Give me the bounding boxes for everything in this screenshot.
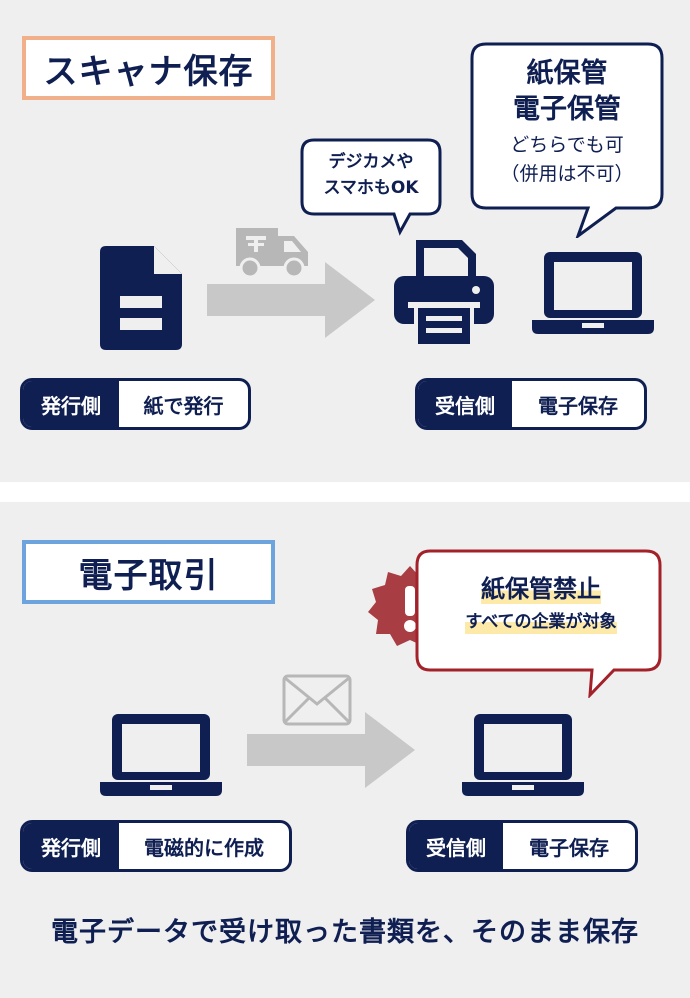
ebook-sender-tag: 発行側 電磁的に作成 [20, 820, 292, 872]
ebook-receiver-value: 電子保存 [529, 835, 609, 860]
laptop-icon [100, 714, 222, 796]
storage-bubble-text: 紙保管 電子保管 どちらでも可 （併用は不可） [472, 56, 662, 188]
flow-arrow-icon [207, 262, 375, 338]
ebook-sender-label: 発行側 [23, 823, 119, 869]
scanner-sender-tag: 発行側 紙で発行 [20, 378, 251, 430]
warning-bubble-text: 紙保管禁止 すべての企業が対象 [418, 574, 664, 634]
scanner-receiver-tag: 受信側 電子保存 [415, 378, 647, 430]
electronic-transaction-title: 電子取引 [22, 540, 275, 604]
device-bubble-line2: スマホもOK [323, 178, 419, 198]
scanner-sender-value: 紙で発行 [143, 393, 224, 418]
storage-bubble-line2: 電子保管 [513, 94, 621, 125]
ebook-sender-value: 電磁的に作成 [144, 835, 264, 860]
ebook-receiver-tag: 受信側 電子保存 [406, 820, 638, 872]
laptop-icon [462, 714, 584, 796]
ebook-receiver-label: 受信側 [409, 823, 503, 869]
storage-bubble-line3: どちらでも可 [510, 134, 624, 156]
scanner-receiver-value: 電子保存 [538, 393, 618, 418]
scanner-sender-label: 発行側 [23, 381, 119, 427]
scanner-receiver-label: 受信側 [418, 381, 512, 427]
device-bubble-line1: デジカメや [328, 152, 414, 172]
delivery-truck-icon [236, 228, 308, 278]
footer-caption: 電子データで受け取った書類を、そのまま保存 [51, 917, 639, 948]
warning-bubble-line1: 紙保管禁止 [481, 574, 601, 604]
storage-bubble-line1: 紙保管 [526, 58, 608, 89]
scanner-storage-title: スキャナ保存 [22, 36, 275, 100]
envelope-icon [282, 674, 352, 726]
paper-document-icon [100, 246, 182, 350]
storage-bubble-line4: （併用は不可） [500, 163, 634, 185]
scanner-printer-icon [394, 240, 494, 348]
storage-speech-bubble [470, 42, 664, 238]
device-bubble-text: デジカメや スマホもOK [302, 149, 440, 201]
device-speech-bubble [300, 138, 442, 236]
warning-bubble-line2: すべての企業が対象 [465, 610, 617, 634]
flow-arrow-icon [247, 712, 415, 788]
laptop-icon [532, 252, 654, 334]
